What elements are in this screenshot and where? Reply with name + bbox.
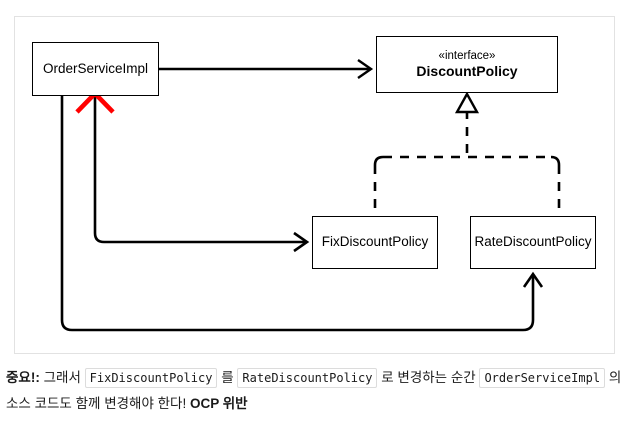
class-name-label: DiscountPolicy — [416, 62, 518, 79]
hollow-triangle-arrowhead — [454, 91, 480, 114]
code-fixdiscountpolicy: FixDiscountPolicy — [84, 368, 218, 388]
uml-class-ratediscountpolicy: RateDiscountPolicy — [470, 216, 596, 269]
uml-class-fixdiscountpolicy: FixDiscountPolicy — [312, 216, 438, 269]
edge-orderserviceimpl-to-discountpolicy — [159, 59, 374, 79]
class-name-label: FixDiscountPolicy — [321, 234, 429, 250]
stereotype-label: «interface» — [438, 49, 496, 62]
caption-text-4: 의 소스 코드도 함께 변경해야 한다! — [6, 370, 622, 412]
code-ratediscountpolicy: RateDiscountPolicy — [237, 368, 378, 388]
caption-lead: 중요!: — [6, 370, 40, 385]
edge-orderserviceimpl-to-fixdiscountpolicy — [93, 96, 310, 253]
edge-orderserviceimpl-to-ratediscountpolicy — [60, 96, 544, 332]
code-orderserviceimpl: OrderServiceImpl — [479, 368, 606, 388]
caption-text: 중요!: 그래서 FixDiscountPolicy 를 RateDiscoun… — [6, 365, 626, 418]
edge-realization-to-discountpolicy — [373, 91, 561, 214]
caption-text-1: 그래서 — [43, 370, 81, 385]
caption-text-2: 를 — [221, 370, 234, 385]
class-name-label: OrderServiceImpl — [42, 60, 149, 76]
caption-text-3: 로 변경하는 순간 — [381, 370, 476, 385]
caption-emphasis: OCP 위반 — [189, 396, 248, 412]
uml-interface-discountpolicy: «interface» DiscountPolicy — [376, 36, 558, 93]
uml-class-orderserviceimpl: OrderServiceImpl — [32, 42, 159, 96]
class-name-label: RateDiscountPolicy — [474, 234, 592, 250]
